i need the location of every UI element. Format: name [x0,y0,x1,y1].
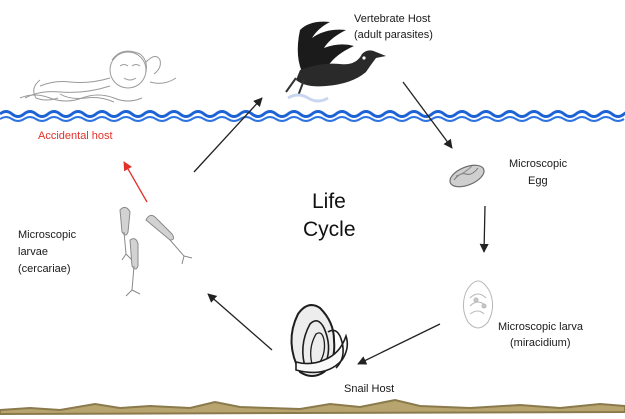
center-title-line2: Cycle [303,218,356,241]
accidental-host-label: Accidental host [38,130,113,142]
miracidium-label-line1: Microscopic larva [498,321,584,333]
snail-icon [291,305,347,376]
cercaria-icon [120,207,192,296]
snail-host-label: Snail Host [344,383,394,395]
arrow-to-vertebrate-host [194,98,262,172]
cercariae-label-line2: larvae [18,246,48,258]
water-surface [0,112,625,122]
miracidium-icon [463,281,492,328]
miracidium-label-line2: (miracidium) [510,337,571,349]
cercariae-label-line3: (cercariae) [18,263,71,275]
vertebrate-host-sublabel: (adult parasites) [354,29,433,41]
arrow-to-cercariae [208,294,272,350]
arrow-to-snail [358,324,440,364]
egg-label-line1: Microscopic [509,158,568,170]
ground-line [0,400,625,414]
egg-icon [447,161,487,191]
center-title-line1: Life [312,190,346,213]
cercariae-label-line1: Microscopic [18,229,77,241]
swimmer-icon [20,51,176,102]
arrow-to-accidental-host [124,162,147,202]
arrow-to-miracidium [484,206,485,252]
vertebrate-host-label: Vertebrate Host [354,13,430,25]
egg-label-line2: Egg [528,175,548,187]
